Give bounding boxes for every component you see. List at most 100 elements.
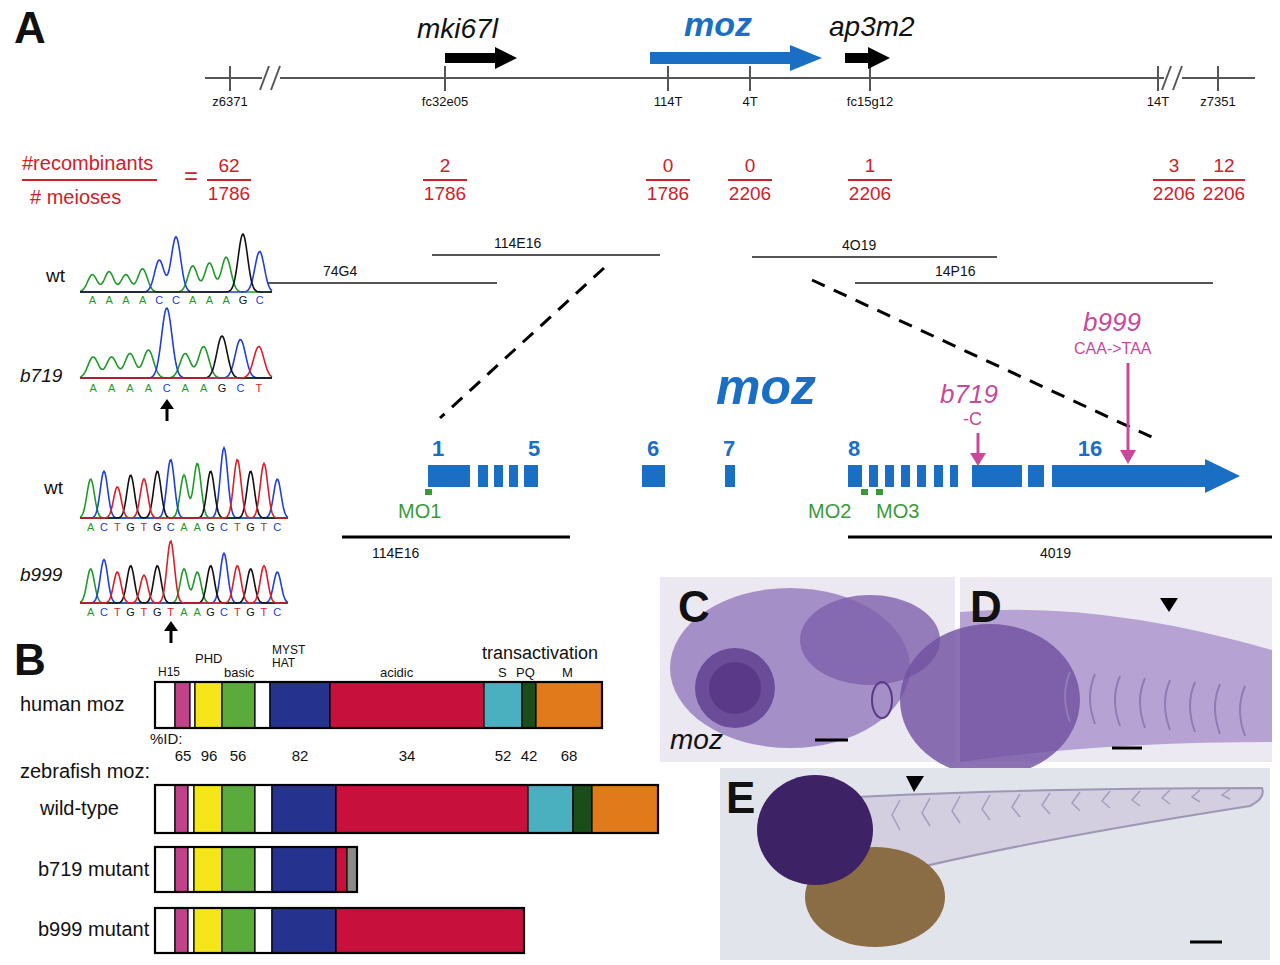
figure-shape — [160, 399, 174, 409]
figure-shape — [812, 280, 1158, 440]
figure-label: basic — [224, 666, 254, 680]
figure-label: b719 — [20, 366, 62, 387]
figure-shape — [268, 282, 497, 284]
figure-label: acidic — [380, 666, 413, 680]
base-letter: T — [111, 606, 124, 618]
protein-outline — [155, 908, 524, 953]
figure-label: 65 — [175, 748, 192, 765]
protein-domain — [188, 847, 194, 892]
base-letter: C — [217, 521, 230, 533]
figure-shape — [440, 268, 604, 418]
chromatogram-trace — [80, 347, 272, 379]
base-letter: A — [191, 521, 204, 533]
figure-label: 7 — [723, 437, 735, 461]
base-letter: A — [134, 294, 151, 306]
base-letter: A — [84, 294, 101, 306]
panel-letter: C — [678, 583, 710, 631]
figure-shape — [1157, 66, 1159, 91]
base-letter: T — [164, 606, 177, 618]
base-letter: A — [101, 294, 118, 306]
protein-domain — [175, 785, 188, 833]
base-letter: A — [84, 521, 97, 533]
figure-label: 68 — [561, 748, 578, 765]
figure-label: 2206 — [729, 184, 771, 205]
figure-shape — [749, 66, 751, 91]
protein-domain — [592, 785, 658, 833]
figure-shape — [646, 179, 690, 181]
chromatogram-trace — [80, 234, 272, 292]
base-letter: G — [124, 521, 137, 533]
figure-label: 96 — [201, 748, 218, 765]
figure-shape — [229, 66, 231, 91]
figure-label: A — [14, 4, 46, 52]
figure-shape — [1160, 598, 1178, 612]
figure-shape — [1173, 66, 1182, 90]
figure-label: transactivation — [482, 644, 598, 664]
figure-shape — [757, 775, 873, 885]
figure-shape — [524, 465, 538, 487]
figure-label: b999 mutant — [38, 918, 149, 940]
figure-label: 4O19 — [842, 238, 876, 253]
figure-shape — [22, 179, 157, 181]
protein-domain — [336, 847, 347, 892]
figure-label: moz — [716, 360, 816, 415]
figure-shape — [1012, 794, 1020, 817]
figure-shape — [982, 795, 990, 820]
figure-shape — [861, 489, 868, 495]
figure-shape — [848, 465, 862, 487]
figure-label: 6 — [647, 437, 659, 461]
figure-label: MO2 — [808, 500, 851, 522]
figure-shape — [509, 465, 518, 487]
protein-domain — [222, 847, 255, 892]
figure-label: M — [562, 666, 573, 680]
figure-shape — [872, 682, 892, 718]
base-letter: T — [231, 606, 244, 618]
figure-label: B — [14, 636, 46, 684]
base-letter: C — [217, 606, 230, 618]
figure-shape — [1052, 465, 1205, 487]
sequence-letters: ACTGTGCAAGCTGTC — [84, 521, 284, 533]
figure-shape — [1140, 678, 1145, 728]
figure-shape — [845, 47, 890, 69]
figure-label: zebrafish moz: — [20, 760, 150, 782]
base-letter: T — [231, 521, 244, 533]
figure-shape — [970, 453, 986, 466]
base-letter: A — [121, 382, 139, 394]
protein-domain — [222, 785, 255, 833]
figure-shape — [164, 621, 178, 631]
protein-domain — [155, 847, 175, 892]
protein-domain — [194, 908, 222, 953]
figure-shape — [1112, 747, 1142, 750]
figure-label: 1786 — [424, 184, 466, 205]
protein-domain — [175, 682, 190, 728]
figure-shape — [1102, 791, 1110, 808]
figure-shape — [478, 465, 488, 487]
figure-shape — [901, 465, 910, 487]
figure-shape — [815, 739, 848, 742]
protein-domain — [522, 682, 536, 728]
figure-shape — [1190, 941, 1222, 944]
figure-label: 12 — [1213, 156, 1234, 177]
figure-shape — [1115, 676, 1120, 726]
protein-domain — [536, 682, 602, 728]
protein-domain — [222, 908, 255, 953]
figure-label: PHD — [195, 652, 222, 666]
figure-label: mki67l — [417, 14, 498, 45]
base-letter: C — [271, 606, 284, 618]
figure-shape — [900, 624, 1080, 776]
figure-shape — [950, 465, 958, 487]
figure-label: 42 — [521, 748, 538, 765]
base-letter: G — [244, 606, 257, 618]
protein-domain — [255, 785, 272, 833]
figure-label: 1 — [865, 156, 876, 177]
figure-shape — [869, 465, 878, 487]
figure-label: #recombinants — [22, 152, 153, 174]
protein-domain — [255, 847, 272, 892]
figure-shape — [445, 47, 517, 69]
figure-shape — [892, 789, 1230, 830]
figure-shape — [271, 66, 280, 90]
figure-shape — [848, 179, 892, 181]
figure-shape — [423, 179, 467, 181]
base-letter: C — [97, 521, 110, 533]
